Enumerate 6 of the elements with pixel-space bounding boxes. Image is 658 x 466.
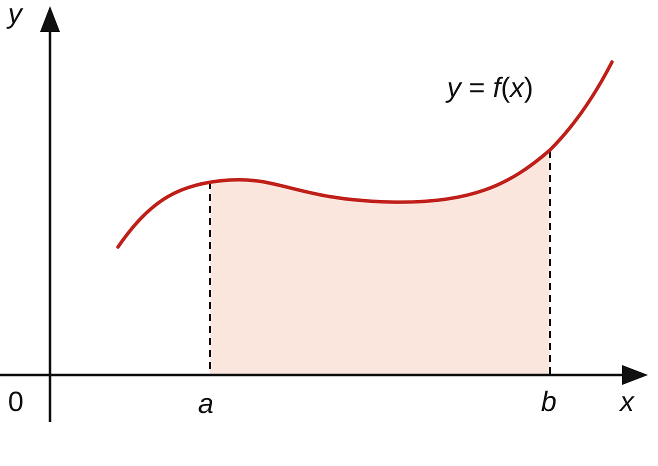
origin-label: 0 (8, 388, 24, 416)
axis-label: y (8, 0, 22, 28)
point-label: b (541, 388, 557, 416)
point-label: a (198, 390, 214, 418)
axis-label: x (620, 388, 634, 416)
curve-label: y = f(x) (447, 74, 534, 102)
